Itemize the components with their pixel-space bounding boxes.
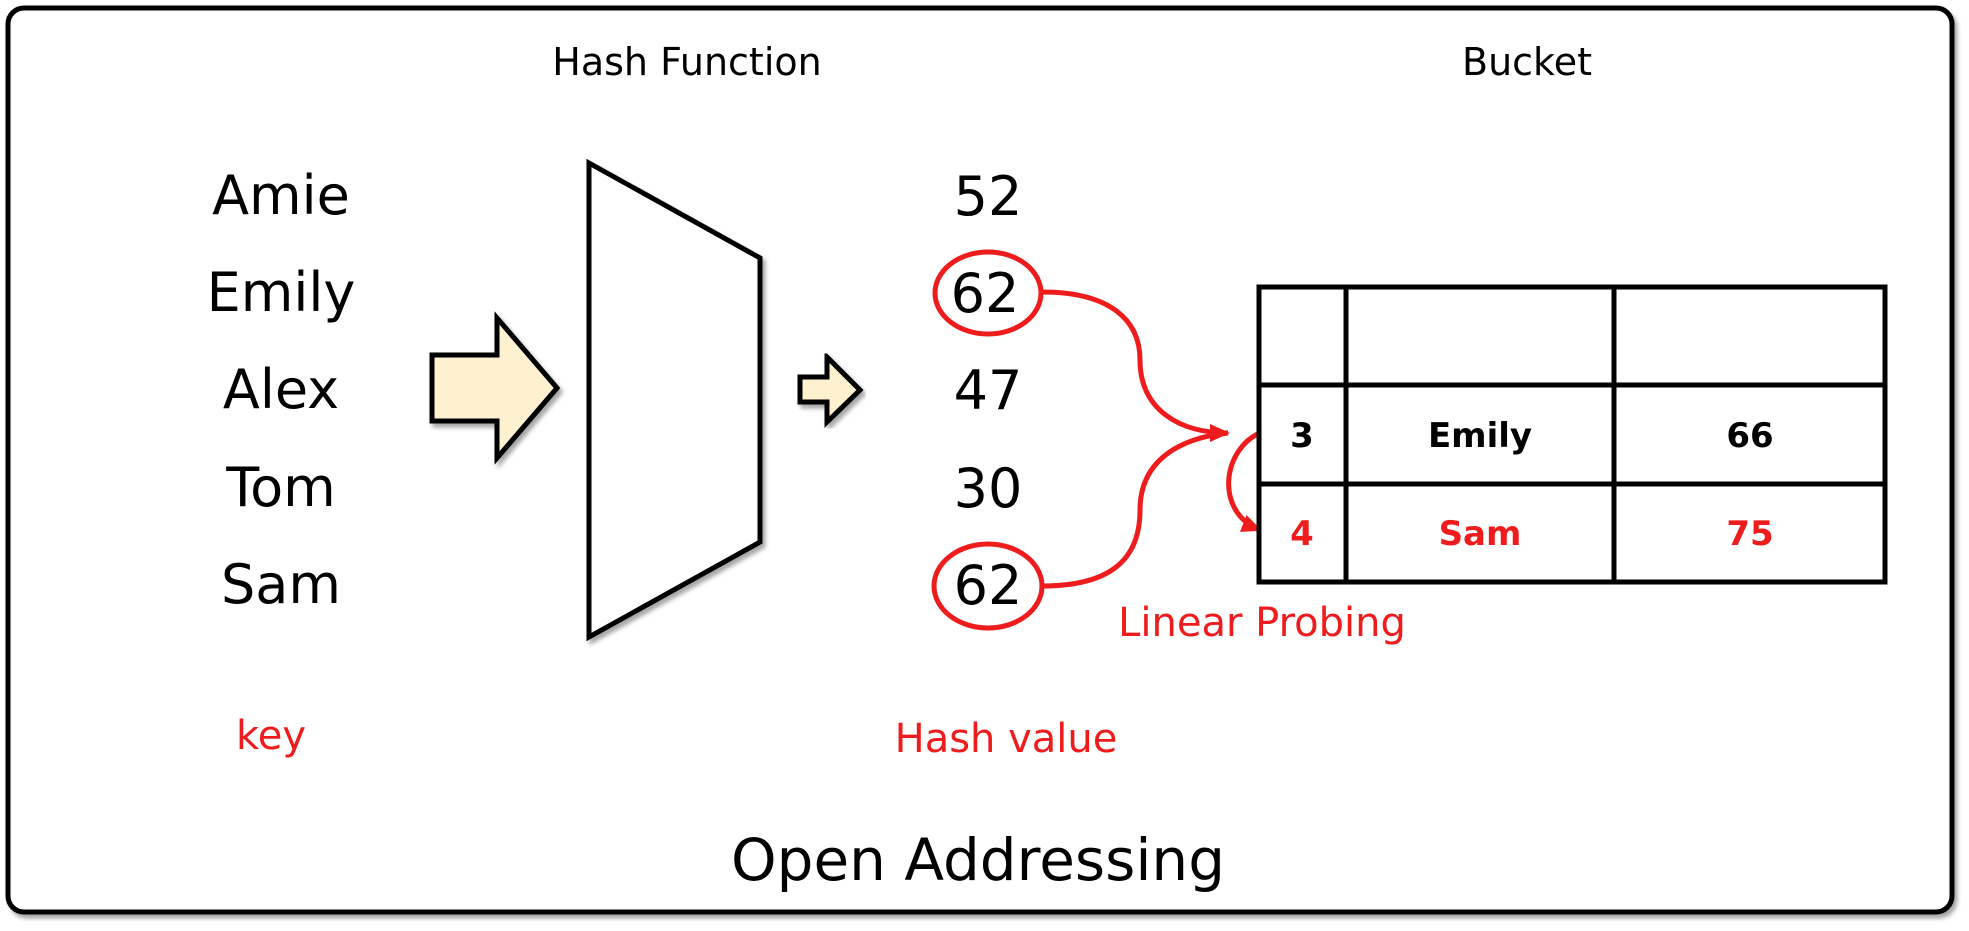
bucket-header: Bucket — [1462, 40, 1592, 84]
key-item: Tom — [225, 456, 335, 519]
bucket-value-cell: 66 — [1726, 416, 1773, 456]
hash-function-header: Hash Function — [552, 40, 821, 84]
linear-probing-arrow — [1226, 429, 1264, 533]
bucket-index-cell: 4 — [1290, 514, 1314, 554]
diagram-frame — [5, 5, 1955, 915]
hash-values-column: 52 62 47 30 62 — [951, 165, 1023, 617]
bucket-value-cell: 75 — [1726, 514, 1773, 554]
bucket-table: 3 Emily 66 4 Sam 75 — [1256, 284, 1888, 585]
keys-column: Amie Emily Alex Tom Sam — [207, 164, 356, 616]
hash-function-shape — [586, 158, 763, 642]
diagram-title: Open Addressing — [731, 826, 1225, 894]
key-label: key — [236, 713, 306, 759]
linear-probing-label: Linear Probing — [1118, 600, 1406, 646]
key-item: Alex — [223, 358, 339, 421]
hash-value-item: 52 — [954, 165, 1023, 228]
input-arrow-icon — [429, 311, 561, 465]
hash-value-item: 47 — [954, 359, 1023, 422]
bucket-name-cell: Sam — [1439, 514, 1522, 554]
hash-value-item: 30 — [954, 457, 1023, 520]
key-item: Emily — [207, 261, 356, 324]
key-item: Amie — [212, 164, 350, 227]
bucket-index-cell: 3 — [1290, 416, 1314, 456]
key-item: Sam — [221, 553, 341, 616]
hash-value-item: 62 — [954, 554, 1023, 617]
mapping-arrow — [1041, 430, 1229, 589]
hash-value-item: 62 — [951, 262, 1020, 325]
collision-highlight-circle — [932, 249, 1044, 337]
bucket-name-cell: Emily — [1428, 416, 1532, 456]
hash-value-label: Hash value — [895, 716, 1118, 762]
output-arrow-icon — [797, 350, 864, 428]
mapping-arrow — [1041, 289, 1230, 442]
